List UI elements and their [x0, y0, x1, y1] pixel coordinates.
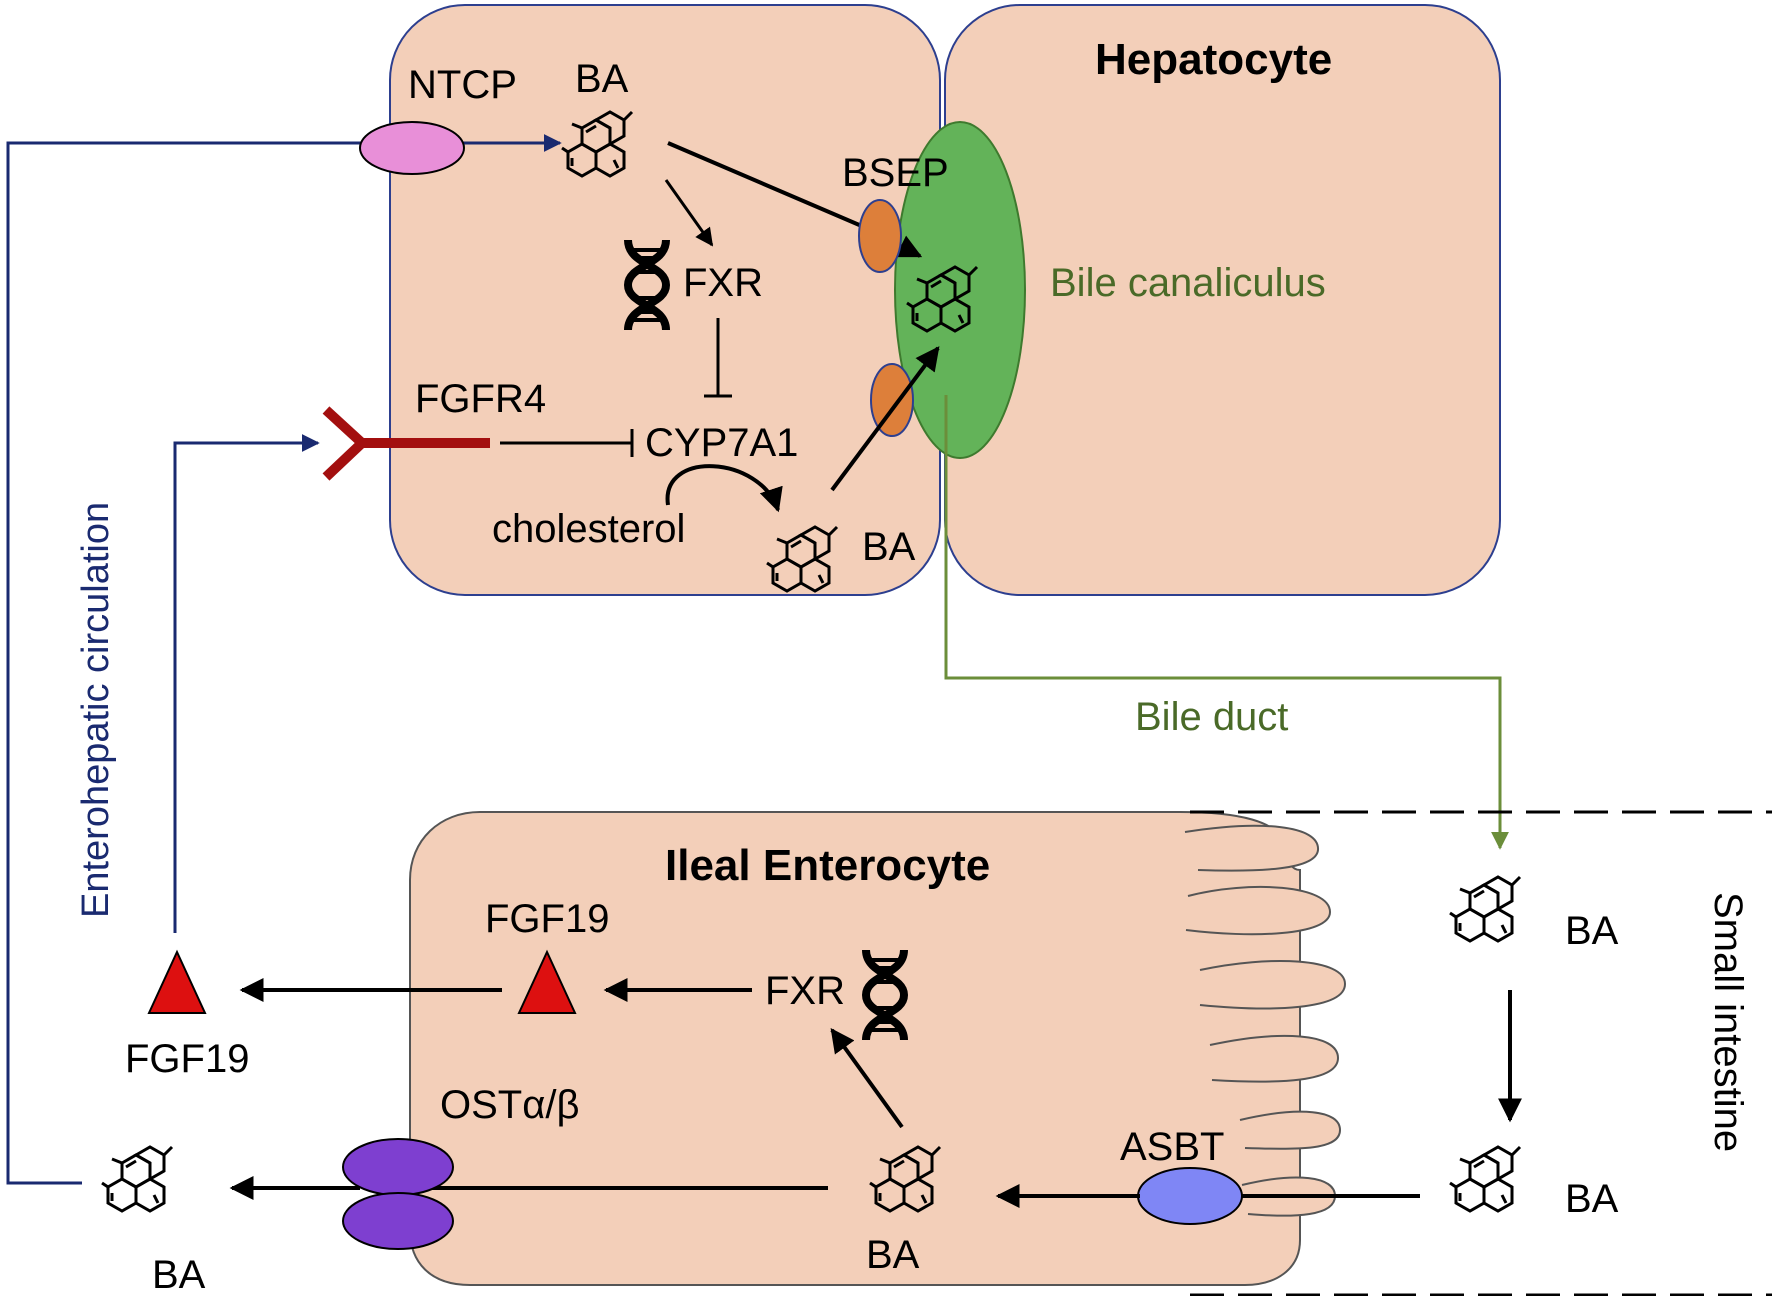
cholesterol-label: cholesterol — [492, 507, 685, 551]
bsep-transporter-top — [858, 199, 902, 273]
fgf19-cell-triangle-icon — [517, 949, 577, 1014]
ba-synth-label: BA — [862, 525, 916, 569]
bsep-transporter-bottom — [870, 363, 914, 437]
enterohepatic-label: Enterohepatic circulation — [75, 502, 117, 918]
ileal-enterocyte-title: Ileal Enterocyte — [665, 841, 990, 890]
small-intestine-label: Small intestine — [1706, 892, 1750, 1152]
fgf19-blood-label: FGF19 — [125, 1037, 249, 1081]
bile-canaliculus-label: Bile canaliculus — [1050, 261, 1326, 305]
ba-top-label: BA — [575, 57, 629, 101]
fxr-gut-label: FXR — [765, 969, 845, 1013]
ba-lumen-top-icon — [1448, 875, 1522, 943]
cholesterol-to-ba-arrow — [665, 464, 783, 513]
bile-duct-line — [944, 395, 1509, 850]
ost-label: OSTα/β — [440, 1083, 579, 1127]
cyp7a1-label: CYP7A1 — [645, 421, 798, 465]
enterohepatic-fgf19-line — [173, 434, 320, 933]
bile-duct-label: Bile duct — [1135, 695, 1288, 739]
fgfr4-label: FGFR4 — [415, 377, 546, 421]
fgf19-cell-label: FGF19 — [485, 897, 609, 941]
ost-beta-transporter — [342, 1192, 454, 1250]
ileal-enterocyte-cell — [409, 811, 1347, 1286]
asbt-label: ASBT — [1120, 1125, 1224, 1169]
enterohepatic-ba-line — [6, 134, 562, 1185]
ntcp-label: NTCP — [408, 63, 517, 107]
bile-canaliculus — [894, 121, 1026, 459]
ba-blood-icon — [100, 1145, 174, 1213]
ba-cell-label: BA — [866, 1233, 920, 1277]
fgf19-blood-triangle-icon — [147, 949, 207, 1014]
ba-cell-to-fxr-arrow — [830, 1028, 904, 1129]
ba-to-fxr-arrow — [664, 179, 714, 247]
ba-lumen-bottom-icon — [1448, 1145, 1522, 1213]
asbt-transporter — [1137, 1167, 1243, 1225]
ba-lumen-bottom-label: BA — [1565, 1177, 1619, 1221]
ba-blood-label: BA — [152, 1253, 206, 1296]
ba-synth-to-bsep-arrow — [830, 346, 940, 492]
ba-lumen-top-label: BA — [1565, 909, 1619, 953]
fgfr4-receptor-icon — [322, 406, 490, 481]
ntcp-transporter — [359, 121, 465, 175]
fxr-liver-label: FXR — [683, 261, 763, 305]
bsep-label: BSEP — [842, 151, 949, 195]
hepatocyte-title: Hepatocyte — [1095, 35, 1332, 84]
ba-to-bsep-arrow — [667, 141, 886, 238]
